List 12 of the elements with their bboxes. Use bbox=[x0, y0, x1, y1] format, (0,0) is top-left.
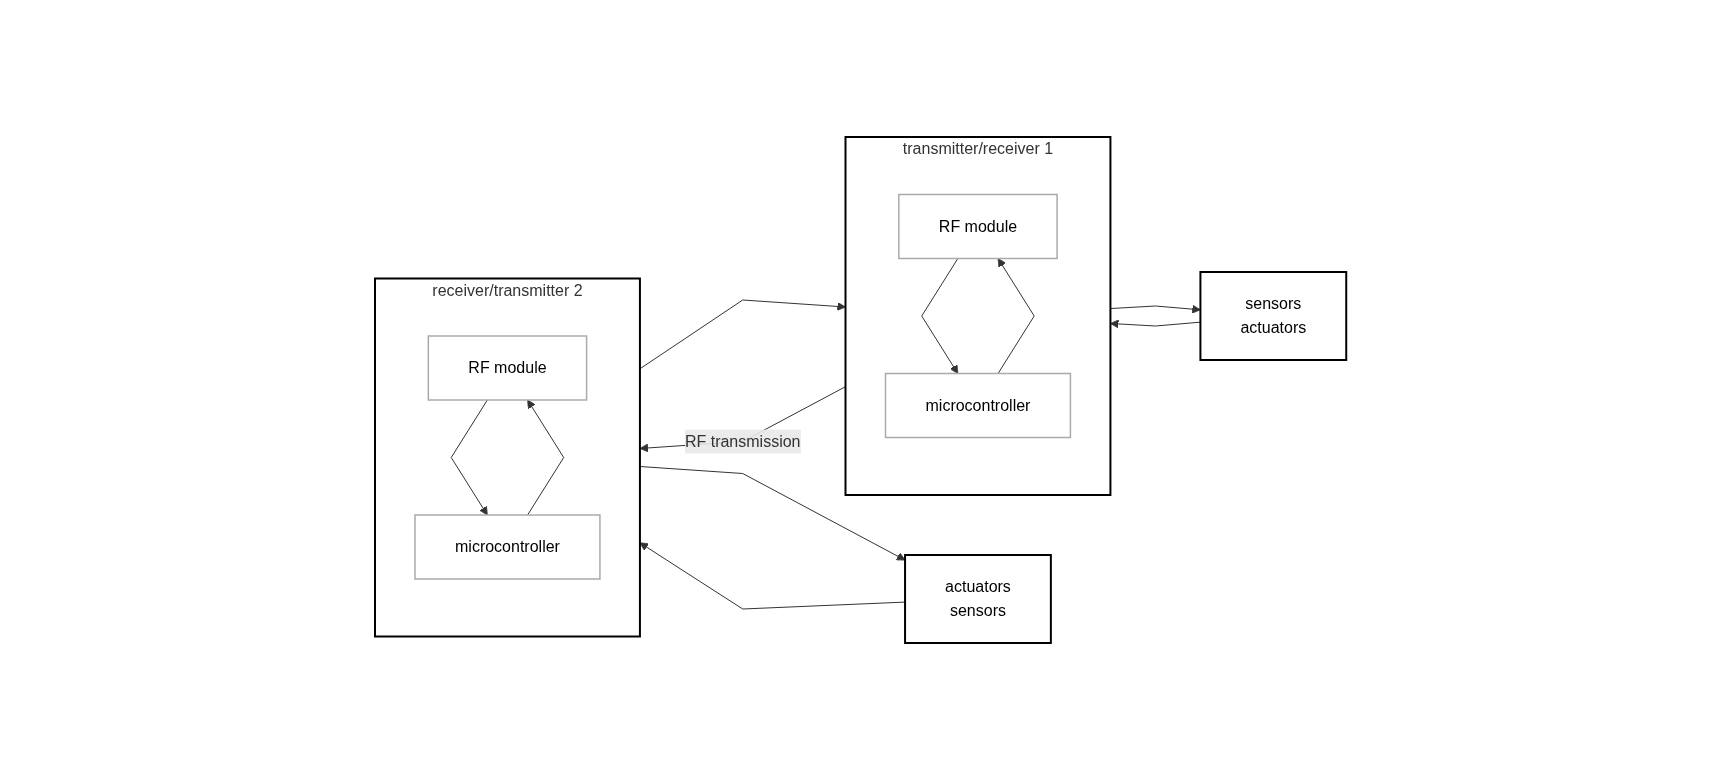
edge-label: RF transmission bbox=[684, 432, 801, 449]
arrow bbox=[921, 257, 959, 374]
arrow bbox=[997, 257, 1035, 374]
node-box: sensors actuators bbox=[1199, 270, 1348, 361]
node-box: RF module bbox=[897, 193, 1058, 259]
arrow bbox=[526, 399, 565, 515]
node-box: actuators sensors bbox=[903, 553, 1052, 644]
node-box: microcontroller bbox=[884, 372, 1072, 438]
node-box: RF module bbox=[427, 334, 588, 401]
arrow bbox=[450, 399, 488, 515]
node-box: microcontroller bbox=[414, 513, 601, 580]
arrow bbox=[639, 299, 846, 369]
